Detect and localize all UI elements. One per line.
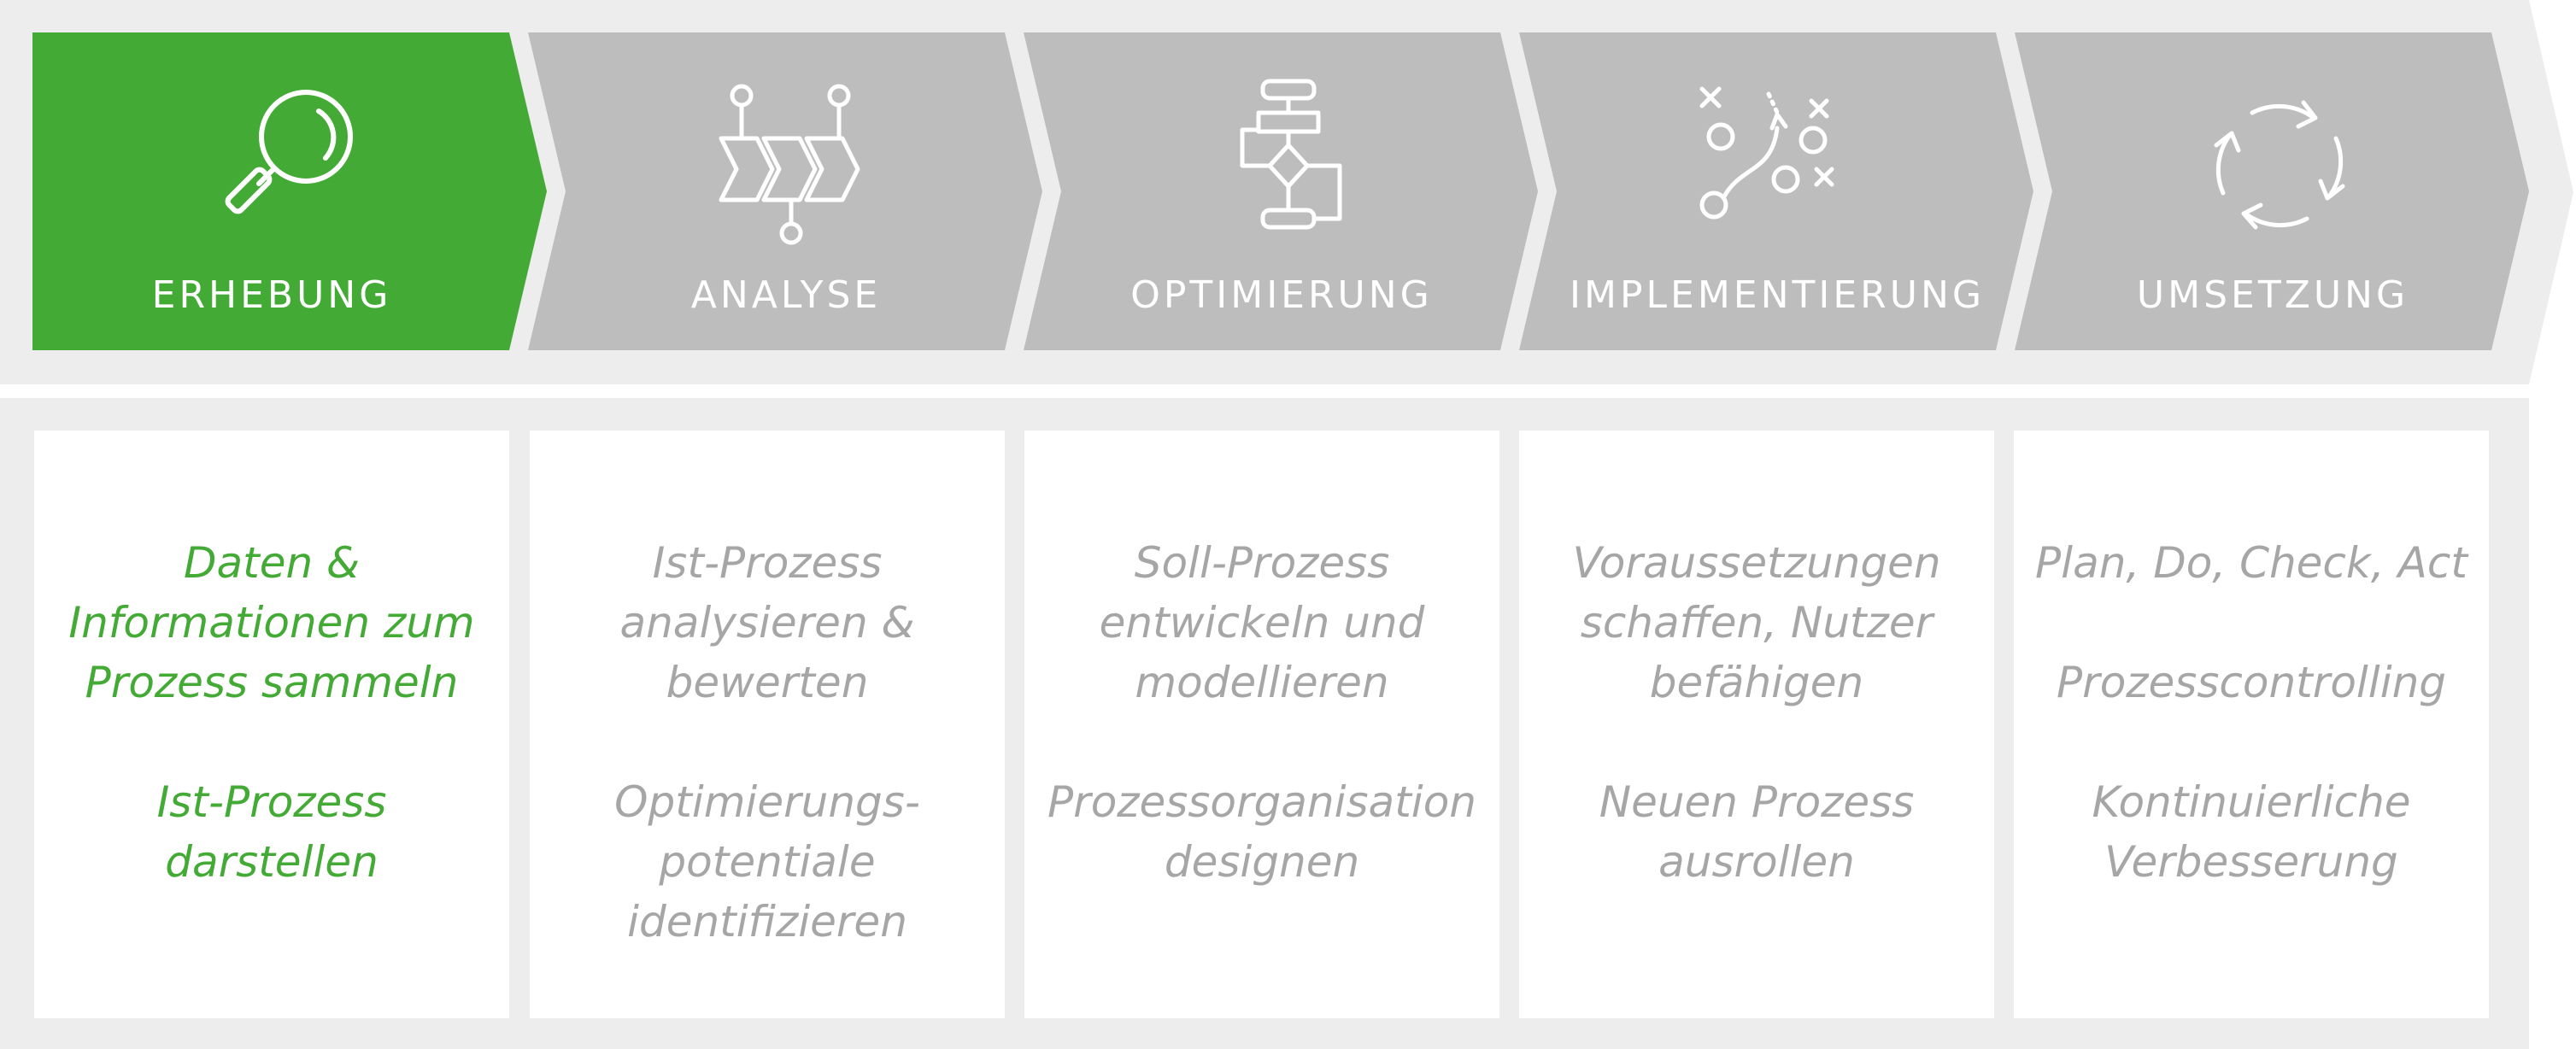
list-item: Prozessorganisation designen [1047,777,1476,887]
card-erhebung: Daten & Informationen zum Prozess sammel… [34,431,509,1018]
card-optimierung: Soll-Prozess entwickeln und modellieren … [1024,431,1499,1018]
step-label: ANALYSE [690,273,882,317]
card-analyse: Ist-Prozess analysieren & bewerten Optim… [530,431,1005,1018]
cycle-arrows-icon [2214,100,2345,230]
step-label: ERHEBUNG [151,273,392,317]
chevron-fill [2015,32,2529,350]
strategy-play-icon [1699,86,1834,220]
magnifier-icon [225,90,353,214]
chevron-shape [528,32,1042,350]
list-item: Voraussetzungen schaffen, Nutzer befähig… [1572,538,1941,707]
list-item: Prozesscontrolling [2056,658,2447,707]
chevron-fill [528,32,1042,350]
list-item: Daten & Informationen zum Prozess sammel… [68,538,475,707]
list-item: Ist-Prozess analysieren & bewerten [619,538,915,707]
step-label: UMSETZUNG [2136,273,2409,317]
list-item: Neuen Prozess ausrollen [1599,777,1915,887]
step-analyse: ANALYSE [528,32,1058,350]
card-implementierung: Voraussetzungen schaffen, Nutzer befähig… [1519,431,1994,1018]
list-item: Optimierungs-potentiale identifizieren [614,777,920,946]
list-item: Soll-Prozess entwickeln und modellieren [1099,538,1425,707]
chevron-shape [2015,32,2529,350]
step-optimierung: OPTIMIERUNG [1024,32,1553,350]
step-umsetzung: UMSETZUNG [2015,32,2544,350]
step-label: OPTIMIERUNG [1130,273,1433,317]
flowchart-icon [1240,79,1342,230]
step-label: IMPLEMENTIERUNG [1570,273,1985,317]
list-item: Kontinuierliche Verbesserung [2092,777,2411,887]
list-item: Plan, Do, Check, Act [2035,538,2467,588]
value-chain-icon [719,84,860,245]
chevron-fill [1519,32,2033,350]
chevron-shape [1519,32,2033,350]
step-erhebung: ERHEBUNG [32,32,562,350]
chevron-shape [32,32,547,350]
chevron-fill [1024,32,1538,350]
step-implementierung: IMPLEMENTIERUNG [1519,32,2049,350]
chevron-shape [1024,32,1538,350]
list-item: Ist-Prozess darstellen [156,777,387,887]
chevron-fill [32,32,547,350]
card-umsetzung: Plan, Do, Check, Act Prozesscontrolling … [2014,431,2489,1018]
